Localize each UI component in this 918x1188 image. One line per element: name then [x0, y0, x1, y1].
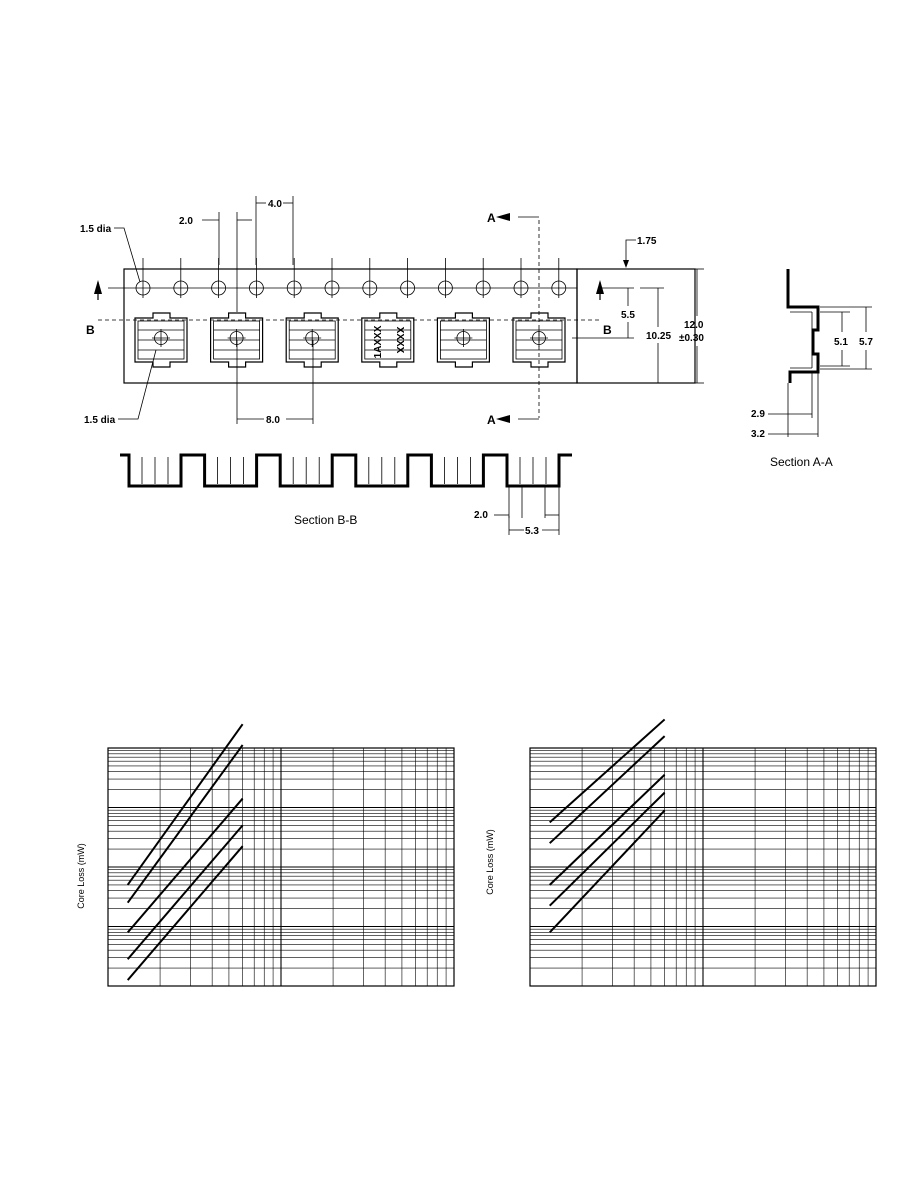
- core-loss-chart-right: Core Loss (mW): [485, 718, 877, 987]
- dim-pocket-span: 10.25: [646, 331, 671, 342]
- chart-right-ylabel: Core Loss (mW): [485, 829, 495, 895]
- part-marking-line1: 1AXXX: [373, 325, 384, 358]
- section-mark-b-left: B: [86, 323, 95, 337]
- dim-bb-a: 2.0: [474, 510, 488, 521]
- pocket-outline: [285, 312, 339, 368]
- section-mark-a-top: A: [487, 211, 496, 225]
- dim-hole-dia-bottom: 1.5 dia: [84, 415, 116, 426]
- series-line: [126, 744, 244, 904]
- tape-extension: [576, 268, 696, 384]
- dim-aa-a: 5.1: [834, 337, 848, 348]
- section-mark-a-bottom: A: [487, 413, 496, 427]
- chart-left-ylabel: Core Loss (mW): [76, 843, 86, 909]
- tape-top-view: 1AXXX XXXX A A B B 1.5 dia 1.5 dia 2.0 4…: [80, 196, 704, 427]
- leader-hole-dia-top: [114, 227, 141, 283]
- dim-aa-b: 5.7: [859, 337, 873, 348]
- section-bb-caption: Section B-B: [294, 513, 357, 527]
- pocket: [512, 312, 566, 368]
- dim-bb-b: 5.3: [525, 526, 539, 537]
- dim-hole-dia-top: 1.5 dia: [80, 224, 112, 235]
- pocket-outline: [436, 312, 490, 368]
- chart-right-series: [548, 718, 666, 934]
- section-aa-caption: Section A-A: [770, 455, 833, 469]
- pocket: [361, 312, 415, 368]
- section-bb-view: 2.0 5.3 Section B-B: [120, 453, 572, 537]
- pocket: [436, 312, 490, 368]
- pocket: [134, 312, 188, 368]
- pockets: [134, 312, 566, 368]
- dim-hole-to-pocket: 2.0: [179, 216, 193, 227]
- series-line: [549, 791, 666, 907]
- series-line: [126, 797, 244, 934]
- dim-width-tol: ±0.30: [679, 333, 704, 344]
- leader-hole-dia-bottom: [118, 349, 157, 420]
- series-line: [126, 845, 244, 981]
- dim-hole-to-center: 5.5: [621, 310, 635, 321]
- pocket-outline: [210, 312, 264, 368]
- series-line: [549, 735, 666, 844]
- tape-outline: [123, 268, 578, 384]
- section-aa-arrow-top: [496, 213, 510, 221]
- section-aa-view: 5.1 5.7 2.9 3.2 Section A-A: [751, 269, 873, 469]
- section-aa-profile: [786, 269, 820, 383]
- series-line: [549, 774, 666, 886]
- dim-edge-to-hole: 1.75: [637, 236, 657, 247]
- dim-aa-d: 3.2: [751, 429, 765, 440]
- chart-left-grid: [107, 747, 455, 987]
- series-line: [126, 723, 244, 886]
- dim-pitch-hole: 4.0: [268, 199, 282, 210]
- core-loss-chart-left: Core Loss (mW): [76, 723, 455, 987]
- pocket-outline: [361, 312, 415, 368]
- dim-pocket-pitch: 8.0: [266, 415, 280, 426]
- dim-aa-c: 2.9: [751, 409, 765, 420]
- pocket-outline: [512, 312, 566, 368]
- series-line: [126, 824, 244, 960]
- leader-edge-to-hole: [625, 239, 636, 264]
- section-bb-arrow-right: [596, 280, 604, 294]
- chart-right-grid: [529, 747, 877, 987]
- section-bb-profile: [120, 453, 572, 488]
- series-line: [548, 809, 666, 934]
- section-bb-arrow-left: [94, 280, 102, 294]
- pocket: [285, 312, 339, 368]
- section-bb-pocket-walls: [141, 457, 547, 484]
- dim-width: 12.0: [684, 320, 704, 331]
- section-aa-arrow-bottom: [496, 415, 510, 423]
- series-line: [549, 718, 666, 824]
- sprocket-holes: [135, 258, 567, 298]
- arrow-edge-to-hole: [623, 260, 629, 268]
- part-marking-line2: XXXX: [394, 327, 405, 354]
- chart-left-series: [126, 723, 244, 981]
- section-mark-b-right: B: [603, 323, 612, 337]
